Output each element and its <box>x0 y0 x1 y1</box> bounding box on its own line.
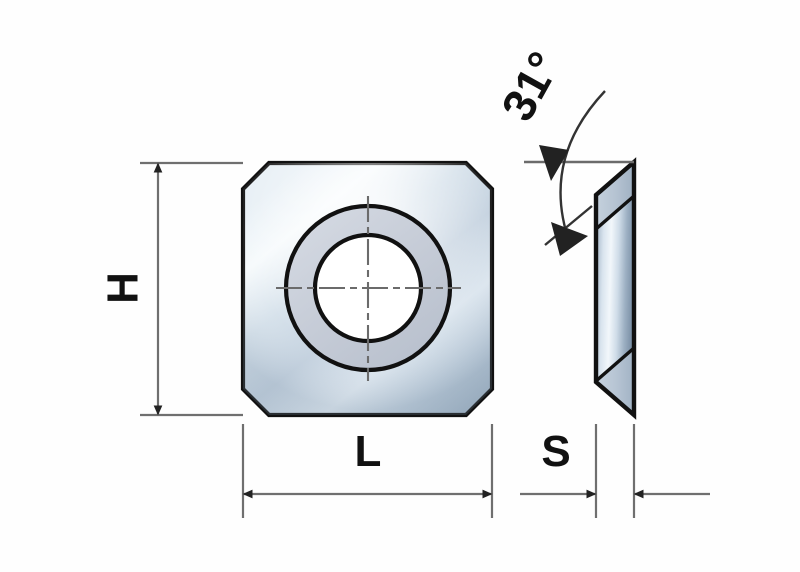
angle-label: 31° <box>491 43 570 129</box>
angle-arrowhead-upper <box>539 145 569 181</box>
angle-leader-line-lower <box>544 205 593 246</box>
height-label: H <box>99 272 148 304</box>
angle-arc <box>559 90 606 245</box>
angle-arrowhead-lower <box>551 222 588 256</box>
dimension-length: L <box>241 424 494 518</box>
dimension-height: H <box>99 161 243 417</box>
dimension-thickness: S <box>520 424 710 518</box>
side-band-bottom-fill <box>596 348 634 415</box>
side-band-top <box>596 162 634 229</box>
side-outline <box>593 157 637 420</box>
front-view <box>240 160 495 418</box>
side-view <box>593 157 637 420</box>
center-lines <box>276 196 461 381</box>
side-facet-edge-lower <box>594 346 636 383</box>
thickness-label: S <box>541 427 570 476</box>
length-label: L <box>355 427 382 476</box>
side-facet-edge-upper <box>594 194 636 231</box>
side-band-middle <box>596 196 634 381</box>
